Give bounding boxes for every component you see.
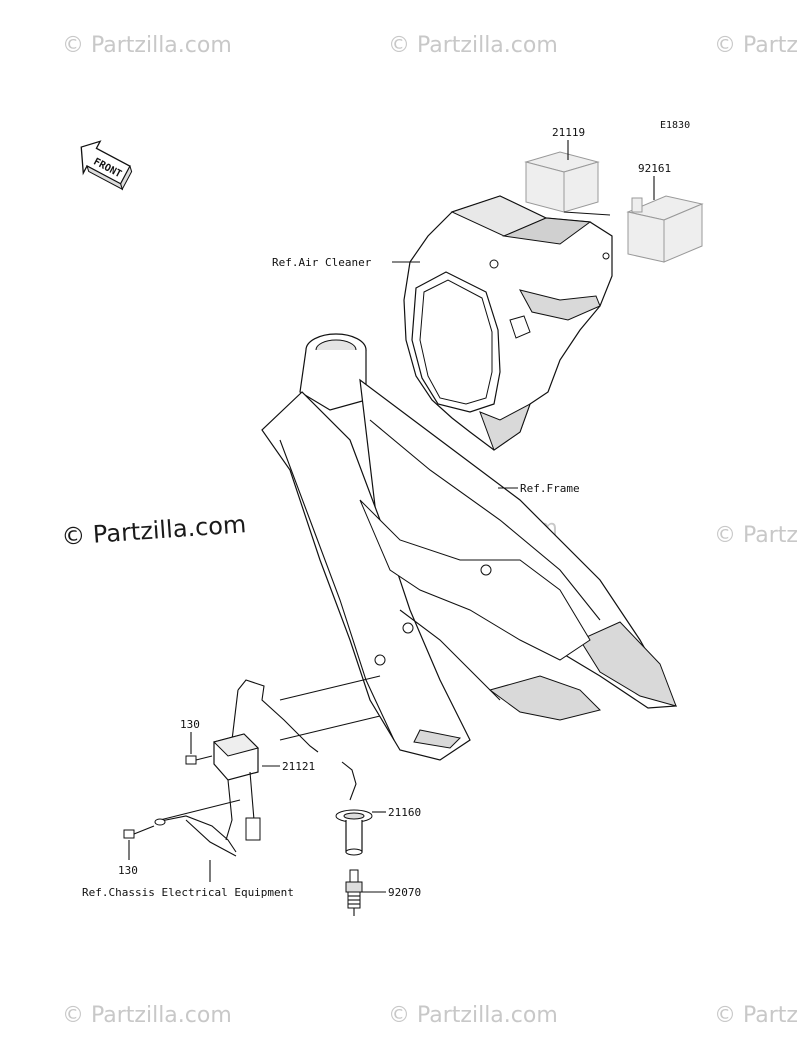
callout-92161: 92161 — [638, 162, 671, 175]
part-21119 — [524, 151, 611, 216]
diagram-code: E1830 — [660, 120, 690, 131]
callout-ref-frame: Ref.Frame — [520, 482, 580, 495]
ground-wire — [154, 815, 237, 857]
air-cleaner-housing — [403, 195, 613, 451]
watermark-primary: © Partzilla.com — [60, 510, 247, 551]
callout-21121: 21121 — [282, 760, 315, 773]
front-arrow-icon: FRONT — [80, 140, 133, 191]
watermark: © Partzilla.com — [714, 523, 800, 548]
callout-ref-air-cleaner: Ref.Air Cleaner — [272, 256, 372, 269]
watermark: © Partzilla.com — [62, 1003, 232, 1028]
frame — [261, 333, 677, 761]
callout-21160: 21160 — [388, 806, 421, 819]
callout-92070: 92070 — [388, 886, 421, 899]
watermark: © Partzilla.com — [62, 33, 232, 58]
callout-130-bottom: 130 — [118, 864, 138, 877]
callout-130-top: 130 — [180, 718, 200, 731]
part-92070-spark-plug — [345, 869, 363, 916]
callout-ref-chassis: Ref.Chassis Electrical Equipment — [82, 886, 294, 899]
bolt-130-top — [185, 755, 213, 765]
watermark: © Partzilla.com — [714, 33, 800, 58]
part-21121-ignition-coil — [213, 679, 319, 841]
watermark: © Partzilla.com — [388, 1003, 558, 1028]
part-21160-plug-cap — [335, 761, 373, 856]
watermark: © Partzilla.com — [388, 33, 558, 58]
bolt-130-bottom — [123, 825, 155, 839]
watermark: © Partzilla.com — [714, 1003, 800, 1028]
callout-21119: 21119 — [552, 126, 585, 139]
part-92161 — [626, 195, 704, 263]
